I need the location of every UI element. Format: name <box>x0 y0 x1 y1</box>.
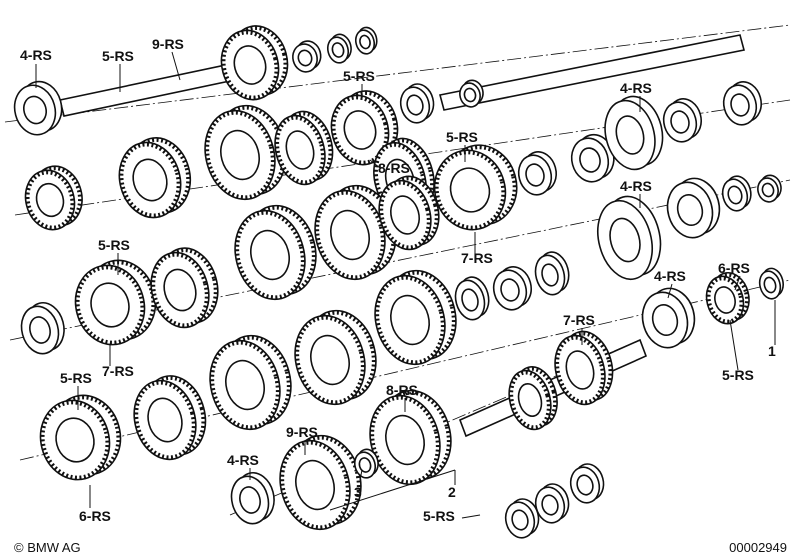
gear-icon <box>279 434 362 531</box>
gear-icon <box>369 389 452 486</box>
gear-icon <box>433 144 518 231</box>
part-label: 5-RS <box>98 237 130 253</box>
gear-icon <box>39 394 122 481</box>
bearing-icon <box>757 174 782 203</box>
part-label: 7-RS <box>461 250 493 266</box>
bearing-icon <box>459 79 484 108</box>
part-label: 7-RS <box>563 312 595 328</box>
part-label: 4-RS <box>620 178 652 194</box>
part-label: 9-RS <box>152 36 184 52</box>
part-label: 8-RS <box>378 160 410 176</box>
part-label: 4-RS <box>20 47 52 63</box>
gear-icon <box>374 269 457 366</box>
bearing-icon <box>534 483 570 524</box>
part-label: 5-RS <box>102 48 134 64</box>
bearing-icon <box>326 33 352 64</box>
gear-icon <box>294 309 377 406</box>
part-label: 6-RS <box>718 260 750 276</box>
bearing-icon <box>758 267 784 300</box>
bearing-icon <box>20 301 65 355</box>
diagram-number: 00002949 <box>729 540 787 555</box>
bearing-icon <box>492 266 532 311</box>
part-label: 5-RS <box>423 508 455 524</box>
bearing-icon <box>666 177 721 239</box>
gear-icon <box>705 271 750 325</box>
copyright-text: © BMW AG <box>14 540 81 555</box>
bearing-icon <box>569 463 605 504</box>
gear-icon <box>209 334 292 431</box>
part-label: 2 <box>448 484 456 500</box>
part-label: 5-RS <box>722 367 754 383</box>
bearing-icon <box>353 448 379 479</box>
bearing-icon <box>399 83 435 124</box>
bearing-icon <box>597 195 662 281</box>
part-label: 9-RS <box>286 424 318 440</box>
bearing-icon <box>604 95 664 171</box>
bearing-icon <box>570 133 615 183</box>
gear-icon <box>508 366 558 431</box>
part-label: 5-RS <box>60 370 92 386</box>
bearing-icon <box>517 151 557 196</box>
bearing-icon <box>641 287 696 349</box>
part-label: 4-RS <box>620 80 652 96</box>
gear-icon <box>204 104 287 201</box>
part-label: 3 <box>354 484 362 500</box>
gear-icon <box>274 110 334 186</box>
bearing-icon <box>454 276 490 321</box>
bearing-icon <box>721 175 752 212</box>
bearing-icon <box>534 251 570 296</box>
part-label: 5-RS <box>446 129 478 145</box>
gear-icon <box>133 375 207 461</box>
bearing-icon <box>504 498 540 539</box>
bearing-icon <box>354 26 378 55</box>
gear-icon <box>234 204 317 301</box>
leader-lines <box>35 51 776 519</box>
part-label: 4-RS <box>654 268 686 284</box>
part-label: 7-RS <box>102 363 134 379</box>
bearing-icon <box>13 80 63 136</box>
gear-icon <box>118 137 192 219</box>
part-label: 1 <box>768 343 776 359</box>
part-label: 4-RS <box>227 452 259 468</box>
gear-icon <box>24 165 83 231</box>
part-label: 6-RS <box>79 508 111 524</box>
gear-parts <box>13 25 784 539</box>
bearing-icon <box>230 471 275 525</box>
gear-icon <box>378 175 440 251</box>
gear-icon <box>330 90 399 166</box>
part-label: 5-RS <box>343 68 375 84</box>
gear-icon <box>150 247 219 329</box>
bearing-icon <box>292 40 322 73</box>
gear-icon <box>220 25 289 101</box>
bearing-icon <box>662 98 702 143</box>
gear-icon <box>554 330 614 406</box>
part-label: 8-RS <box>386 382 418 398</box>
gear-icon <box>74 259 157 346</box>
bearing-icon <box>722 81 762 126</box>
